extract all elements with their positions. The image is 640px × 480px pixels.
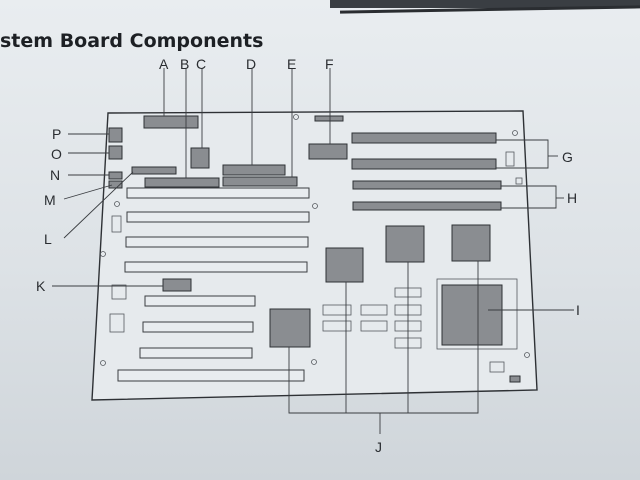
leader-h (501, 185, 557, 209)
connector-a (143, 115, 199, 129)
processor-i (441, 284, 503, 346)
memory-socket-g1 (351, 132, 497, 144)
header-l (131, 166, 177, 175)
chip-j1 (325, 247, 364, 283)
mounting-hole-5 (100, 360, 106, 366)
connector-m (108, 180, 123, 189)
small-component-2 (322, 320, 352, 332)
top-rule-shadow (330, 0, 640, 8)
expansion-slot-1 (126, 187, 310, 199)
header-b (144, 177, 220, 188)
chip-c (190, 147, 210, 169)
label-p: P (52, 126, 61, 142)
small-component-11 (109, 313, 125, 333)
label-h: H (567, 190, 577, 206)
leader-m (63, 184, 113, 200)
label-i: I (576, 302, 580, 318)
mounting-hole-6 (311, 359, 317, 365)
expansion-slot-3 (125, 236, 309, 248)
connector-f-top (314, 115, 344, 122)
chip-j4 (269, 308, 311, 348)
mounting-hole-7 (512, 130, 518, 136)
small-component-15 (515, 177, 523, 185)
small-component-3 (360, 304, 388, 316)
label-c: C (196, 56, 206, 72)
small-component-10 (111, 284, 127, 300)
small-component-14 (505, 151, 515, 167)
leader-g (496, 139, 549, 169)
connector-n (108, 171, 123, 180)
connector-o (108, 145, 123, 160)
label-j: J (375, 439, 382, 455)
label-k: K (36, 278, 46, 294)
mounting-hole-1 (293, 114, 299, 120)
processor-socket-i (436, 278, 518, 350)
expansion-slot-6 (142, 321, 254, 333)
expansion-slot-8 (117, 369, 305, 382)
label-e: E (287, 56, 296, 72)
small-component-4 (360, 320, 388, 332)
header-d (222, 164, 286, 176)
small-component-9 (111, 215, 122, 233)
label-m: M (44, 192, 56, 208)
memory-socket-g2 (351, 158, 497, 170)
expansion-slot-4 (124, 261, 308, 273)
expansion-slot-2 (126, 211, 310, 223)
small-component-13 (509, 375, 521, 383)
chip-j2 (385, 225, 425, 263)
label-d: D (246, 56, 256, 72)
small-component-1 (322, 304, 352, 316)
connector-p (108, 127, 123, 143)
label-g: G (562, 149, 573, 165)
memory-socket-h2 (352, 201, 502, 211)
connector-f (308, 143, 348, 160)
label-l: L (44, 231, 52, 247)
label-a: A (159, 56, 169, 72)
chip-k (162, 278, 192, 292)
label-b: B (180, 56, 189, 72)
leader-l (63, 171, 134, 239)
diagram-title: stem Board Components (0, 30, 264, 52)
small-component-12 (489, 361, 505, 373)
mounting-hole-8 (524, 352, 530, 358)
expansion-slot-7 (139, 347, 253, 359)
chip-j3 (451, 224, 491, 262)
mounting-hole-4 (100, 251, 106, 257)
label-n: N (50, 167, 60, 183)
header-e (222, 176, 298, 187)
label-f: F (325, 56, 334, 72)
label-o: O (51, 146, 62, 162)
mounting-hole-3 (312, 203, 318, 209)
expansion-slot-5 (144, 295, 256, 307)
memory-socket-h1 (352, 180, 502, 190)
leader-j (288, 261, 479, 414)
mounting-hole-2 (114, 201, 120, 207)
